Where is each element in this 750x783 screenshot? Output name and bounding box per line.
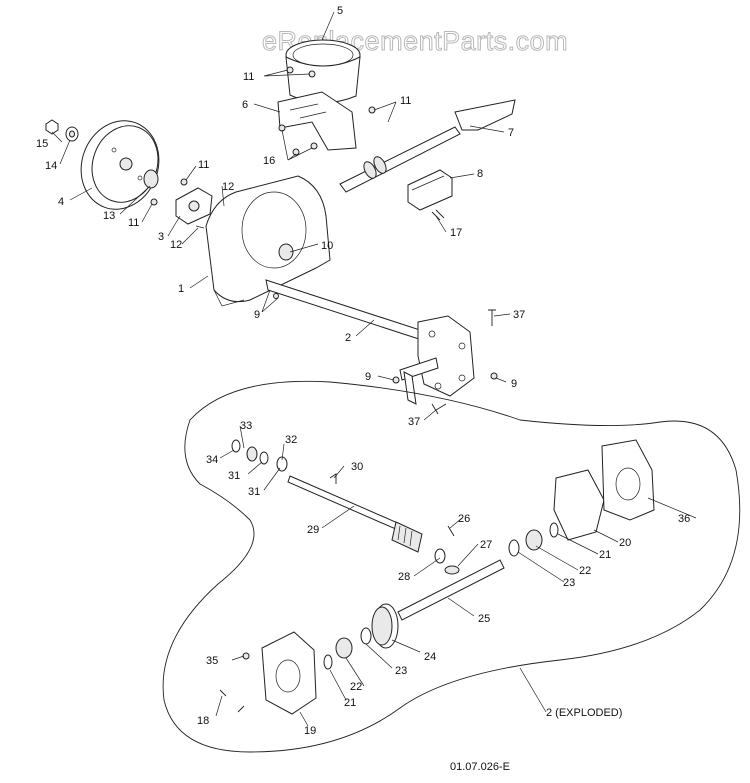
part-21-ring-left [323, 654, 333, 670]
part-17-pin [431, 209, 445, 221]
part-8-crank-bracket [407, 169, 453, 211]
callout-3: 3 [158, 231, 164, 243]
callout-4: 4 [58, 196, 64, 208]
part-15-nut [45, 119, 59, 135]
leader-lines [51, 11, 697, 727]
part-27-bushing [444, 565, 460, 575]
callout-21: 21 [599, 549, 611, 561]
callout-34: 34 [206, 454, 218, 466]
callout-11: 11 [198, 159, 209, 171]
part-37-bolt-a [488, 309, 496, 326]
callout-5: 5 [337, 5, 343, 17]
callout-30: 30 [351, 461, 363, 473]
callout-28: 28 [398, 571, 410, 583]
part-21-ring-right [549, 522, 559, 538]
exploded-washers-left [231, 439, 288, 472]
callout-11: 11 [400, 95, 411, 107]
part-30-key [329, 473, 337, 484]
exploded-label: 2 (EXPLODED) [546, 707, 622, 719]
callout-31: 31 [228, 470, 240, 482]
part-23-washer-right [508, 539, 520, 557]
callout-35: 35 [206, 655, 218, 667]
part-6-chute-bracket [277, 91, 357, 151]
callout-labels: 5 11 6 11 7 8 17 15 14 4 13 11 11 12 3 1… [36, 5, 690, 773]
part-19-gear-case-left [261, 631, 317, 715]
part-20-gasket [553, 469, 605, 541]
callout-9: 9 [254, 309, 260, 321]
callout-11: 11 [243, 71, 254, 83]
part-16-bolt-b [292, 148, 300, 156]
callout-12: 12 [170, 239, 182, 251]
callout-20: 20 [619, 537, 631, 549]
callout-21: 21 [344, 697, 356, 709]
callout-10: 10 [321, 240, 333, 252]
part-13-bearing [143, 169, 159, 189]
part-22-bearing-left [335, 637, 353, 659]
callout-9: 9 [511, 378, 517, 390]
callout-1: 1 [178, 283, 184, 295]
callout-6: 6 [242, 99, 248, 111]
callout-7: 7 [508, 127, 514, 139]
callout-24: 24 [424, 651, 436, 663]
exploded-outline [162, 380, 741, 753]
callout-13: 13 [103, 210, 115, 222]
callout-16: 16 [263, 155, 275, 167]
part-12-bolt-b [195, 225, 205, 229]
part-11-nut-flange [180, 178, 188, 186]
callout-9: 9 [365, 371, 371, 383]
callout-18: 18 [197, 715, 209, 727]
part-4-pulley [80, 120, 160, 210]
callout-27: 27 [480, 539, 492, 551]
callout-36: 36 [678, 513, 690, 525]
callout-29: 29 [307, 524, 319, 536]
part-2-auger-gearbox [265, 279, 475, 405]
part-1-auger-housing [205, 175, 331, 307]
part-28-washer [434, 548, 446, 564]
callout-22: 22 [579, 565, 591, 577]
callout-8: 8 [477, 168, 483, 180]
callout-22: 22 [350, 681, 362, 693]
part-18-fittings [219, 689, 245, 713]
part-11-nut-pulley [150, 198, 158, 206]
callout-23: 23 [563, 577, 575, 589]
callout-19: 19 [304, 725, 316, 737]
part-16-bolt-c [310, 142, 318, 150]
callout-12: 12 [222, 181, 234, 193]
callout-37: 37 [408, 416, 420, 428]
callout-26: 26 [458, 513, 470, 525]
callout-37: 37 [513, 309, 525, 321]
part-26-key [447, 525, 455, 537]
part-25-axle [397, 559, 505, 621]
part-7-crank-rod [339, 99, 516, 193]
part-36-gear-case-right [601, 439, 655, 521]
callout-33: 33 [240, 420, 252, 432]
part-22-bearing-right [525, 529, 543, 551]
part-5-chute-ring [285, 39, 361, 104]
part-24-worm-gear [371, 603, 399, 649]
part-9-nut-b [490, 372, 498, 380]
part-29-worm-shaft [287, 475, 423, 553]
callout-15: 15 [36, 138, 48, 150]
part-23-washer-left [360, 627, 372, 645]
part-37-bolt-b [431, 403, 447, 415]
callout-32: 32 [285, 434, 297, 446]
callout-25: 25 [478, 613, 490, 625]
drawing-code: 01.07.026-E [450, 761, 510, 773]
callout-2: 2 [345, 332, 351, 344]
callout-14: 14 [45, 160, 57, 172]
callout-11: 11 [128, 217, 139, 229]
callout-17: 17 [450, 227, 462, 239]
part-9-nut-c [273, 293, 279, 299]
part-3-bearing-flange [175, 187, 213, 225]
callout-23: 23 [395, 665, 407, 677]
callout-31: 31 [248, 486, 260, 498]
